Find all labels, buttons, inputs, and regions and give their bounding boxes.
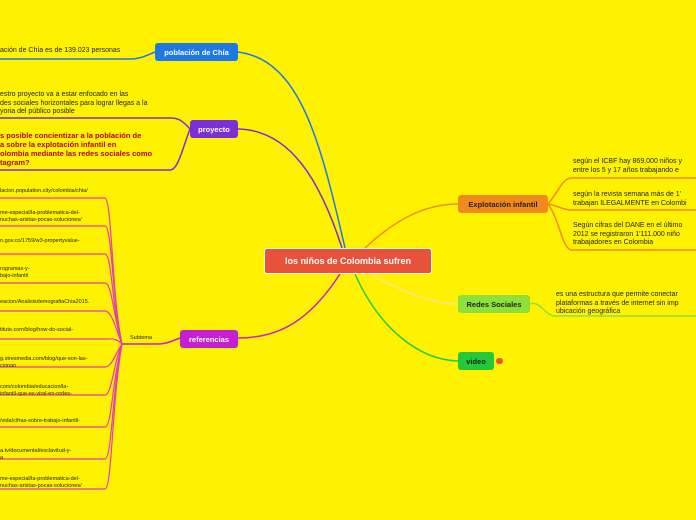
proyecto-line: yoria del público posible: [0, 108, 75, 115]
reference-item[interactable]: a.tv/documental/esclavitud-y-a: [0, 448, 71, 461]
reference-line: infantil-que-es-viral-en-redes-: [0, 390, 72, 397]
explotacion-line: 2012 se registraron 1'111.000 niño: [573, 230, 680, 238]
proyecto-line: estro proyecto va a estar enfocado en la…: [0, 91, 129, 98]
question-line: tagram?: [0, 158, 30, 167]
connector-poblacion: [237, 51, 346, 249]
explotacion-line: según la revista semana más de 1': [573, 191, 681, 198]
question-text[interactable]: s posible concientizar a la población de…: [0, 131, 152, 167]
explotacion-item[interactable]: según la revista semana más de 1' trabaj…: [573, 191, 687, 208]
reference-line: titute.com/blog/how-do-social-: [0, 327, 74, 333]
reference-line: me-especial/la-problematica-del-: [0, 476, 80, 482]
subtema-label[interactable]: Subtema: [130, 335, 153, 341]
reference-item[interactable]: me-especial/la-problematica-del-nuchas-a…: [0, 210, 82, 223]
reference-item[interactable]: rogramas-y-bajo-infantil: [0, 266, 30, 279]
reference-line: a.tv/documental/esclavitud-y-: [0, 448, 72, 454]
reference-line: nuchas-aristas-pocas-soluciones/: [0, 482, 82, 489]
branch-explotacion[interactable]: Explotación infantil: [458, 195, 548, 213]
redes-text[interactable]: es una estructura que permite conectar p…: [556, 291, 679, 317]
video-link-icon[interactable]: [496, 358, 503, 364]
reference-line: nuchas-aristas-pocas-soluciones/: [0, 216, 82, 223]
reference-item[interactable]: /vida/cifras-sobre-trabajo-infantil-: [0, 418, 80, 425]
reference-line: n.gov.co/1759/w3-propertyvalue-: [0, 238, 80, 244]
reference-item[interactable]: g.xtresmedia.com/blog/que-son-las-cionan: [0, 356, 87, 369]
central-topic[interactable]: los niños de Colombia sufren: [264, 248, 432, 274]
branch-poblacion[interactable]: población de Chía: [155, 43, 238, 61]
reference-item[interactable]: eacion/AnalisisdemografiaChia2015.: [0, 299, 89, 306]
branch-proyecto[interactable]: proyecto: [190, 120, 238, 138]
reference-item[interactable]: me-especial/la-problematica-del-nuchas-a…: [0, 476, 82, 489]
explotacion-line: Según cifras del DANE en el último: [573, 222, 683, 229]
reference-line: eacion/AnalisisdemografiaChia2015.: [0, 299, 90, 305]
reference-line: lacion.population.city/colombia/chia/: [0, 188, 88, 194]
explotacion-line: según el ICBF hay 869.000 niños y: [573, 158, 682, 165]
explotacion-item[interactable]: según el ICBF hay 869.000 niños y entre …: [573, 158, 682, 175]
reference-line: /vida/cifras-sobre-trabajo-infantil-: [0, 418, 81, 424]
question-line: olombia mediante las redes sociales como: [0, 149, 153, 158]
reference-line: com/colombia/educacion/la-: [0, 384, 69, 390]
question-line: s posible concientizar a la población de: [0, 131, 142, 140]
connector-proyecto: [237, 128, 343, 249]
reference-item[interactable]: titute.com/blog/how-do-social-: [0, 327, 73, 334]
redes-line: plataformas a través de internet sin imp: [556, 299, 679, 307]
reference-item[interactable]: com/colombia/educacion/la-infantil-que-e…: [0, 384, 72, 397]
question-line: a sobre la explotación infantil en: [0, 140, 117, 149]
proyecto-text[interactable]: estro proyecto va a estar enfocado en la…: [0, 91, 147, 117]
branch-video[interactable]: video: [458, 352, 494, 370]
connector-redes: [369, 273, 459, 305]
redes-line: es una estructura que permite conectar: [556, 291, 678, 298]
reference-line: g.xtresmedia.com/blog/que-son-las-: [0, 356, 88, 362]
reference-item[interactable]: n.gov.co/1759/w3-propertyvalue-: [0, 238, 80, 245]
reference-line: cionan: [0, 362, 17, 369]
explotacion-item[interactable]: Según cifras del DANE en el último 2012 …: [573, 222, 682, 248]
poblacion-text[interactable]: ación de Chía es de 139.023 personas: [0, 47, 121, 54]
reference-item[interactable]: lacion.population.city/colombia/chia/: [0, 188, 88, 195]
branch-referencias[interactable]: referencias: [180, 330, 238, 348]
explotacion-line: trabajadores en Colombia: [573, 239, 654, 246]
reference-line: rogramas-y-: [0, 266, 30, 272]
reference-line: a: [0, 454, 4, 461]
explotacion-line: trabajan ILEGALMENTE en Colombi: [573, 199, 687, 207]
reference-line: me-especial/la-problematica-del-: [0, 210, 80, 216]
reference-line: bajo-infantil: [0, 272, 29, 279]
branch-redes[interactable]: Redes Sociales: [458, 295, 530, 313]
redes-line: ubicación geográfica: [556, 308, 621, 315]
proyecto-line: des sociales horizontales para lograr ll…: [0, 99, 148, 107]
explotacion-line: entre los 5 y 17 años trabajando e: [573, 166, 679, 174]
connector-referencias: [237, 273, 341, 339]
connector-video: [354, 273, 459, 362]
connector-explotacion: [364, 203, 459, 249]
